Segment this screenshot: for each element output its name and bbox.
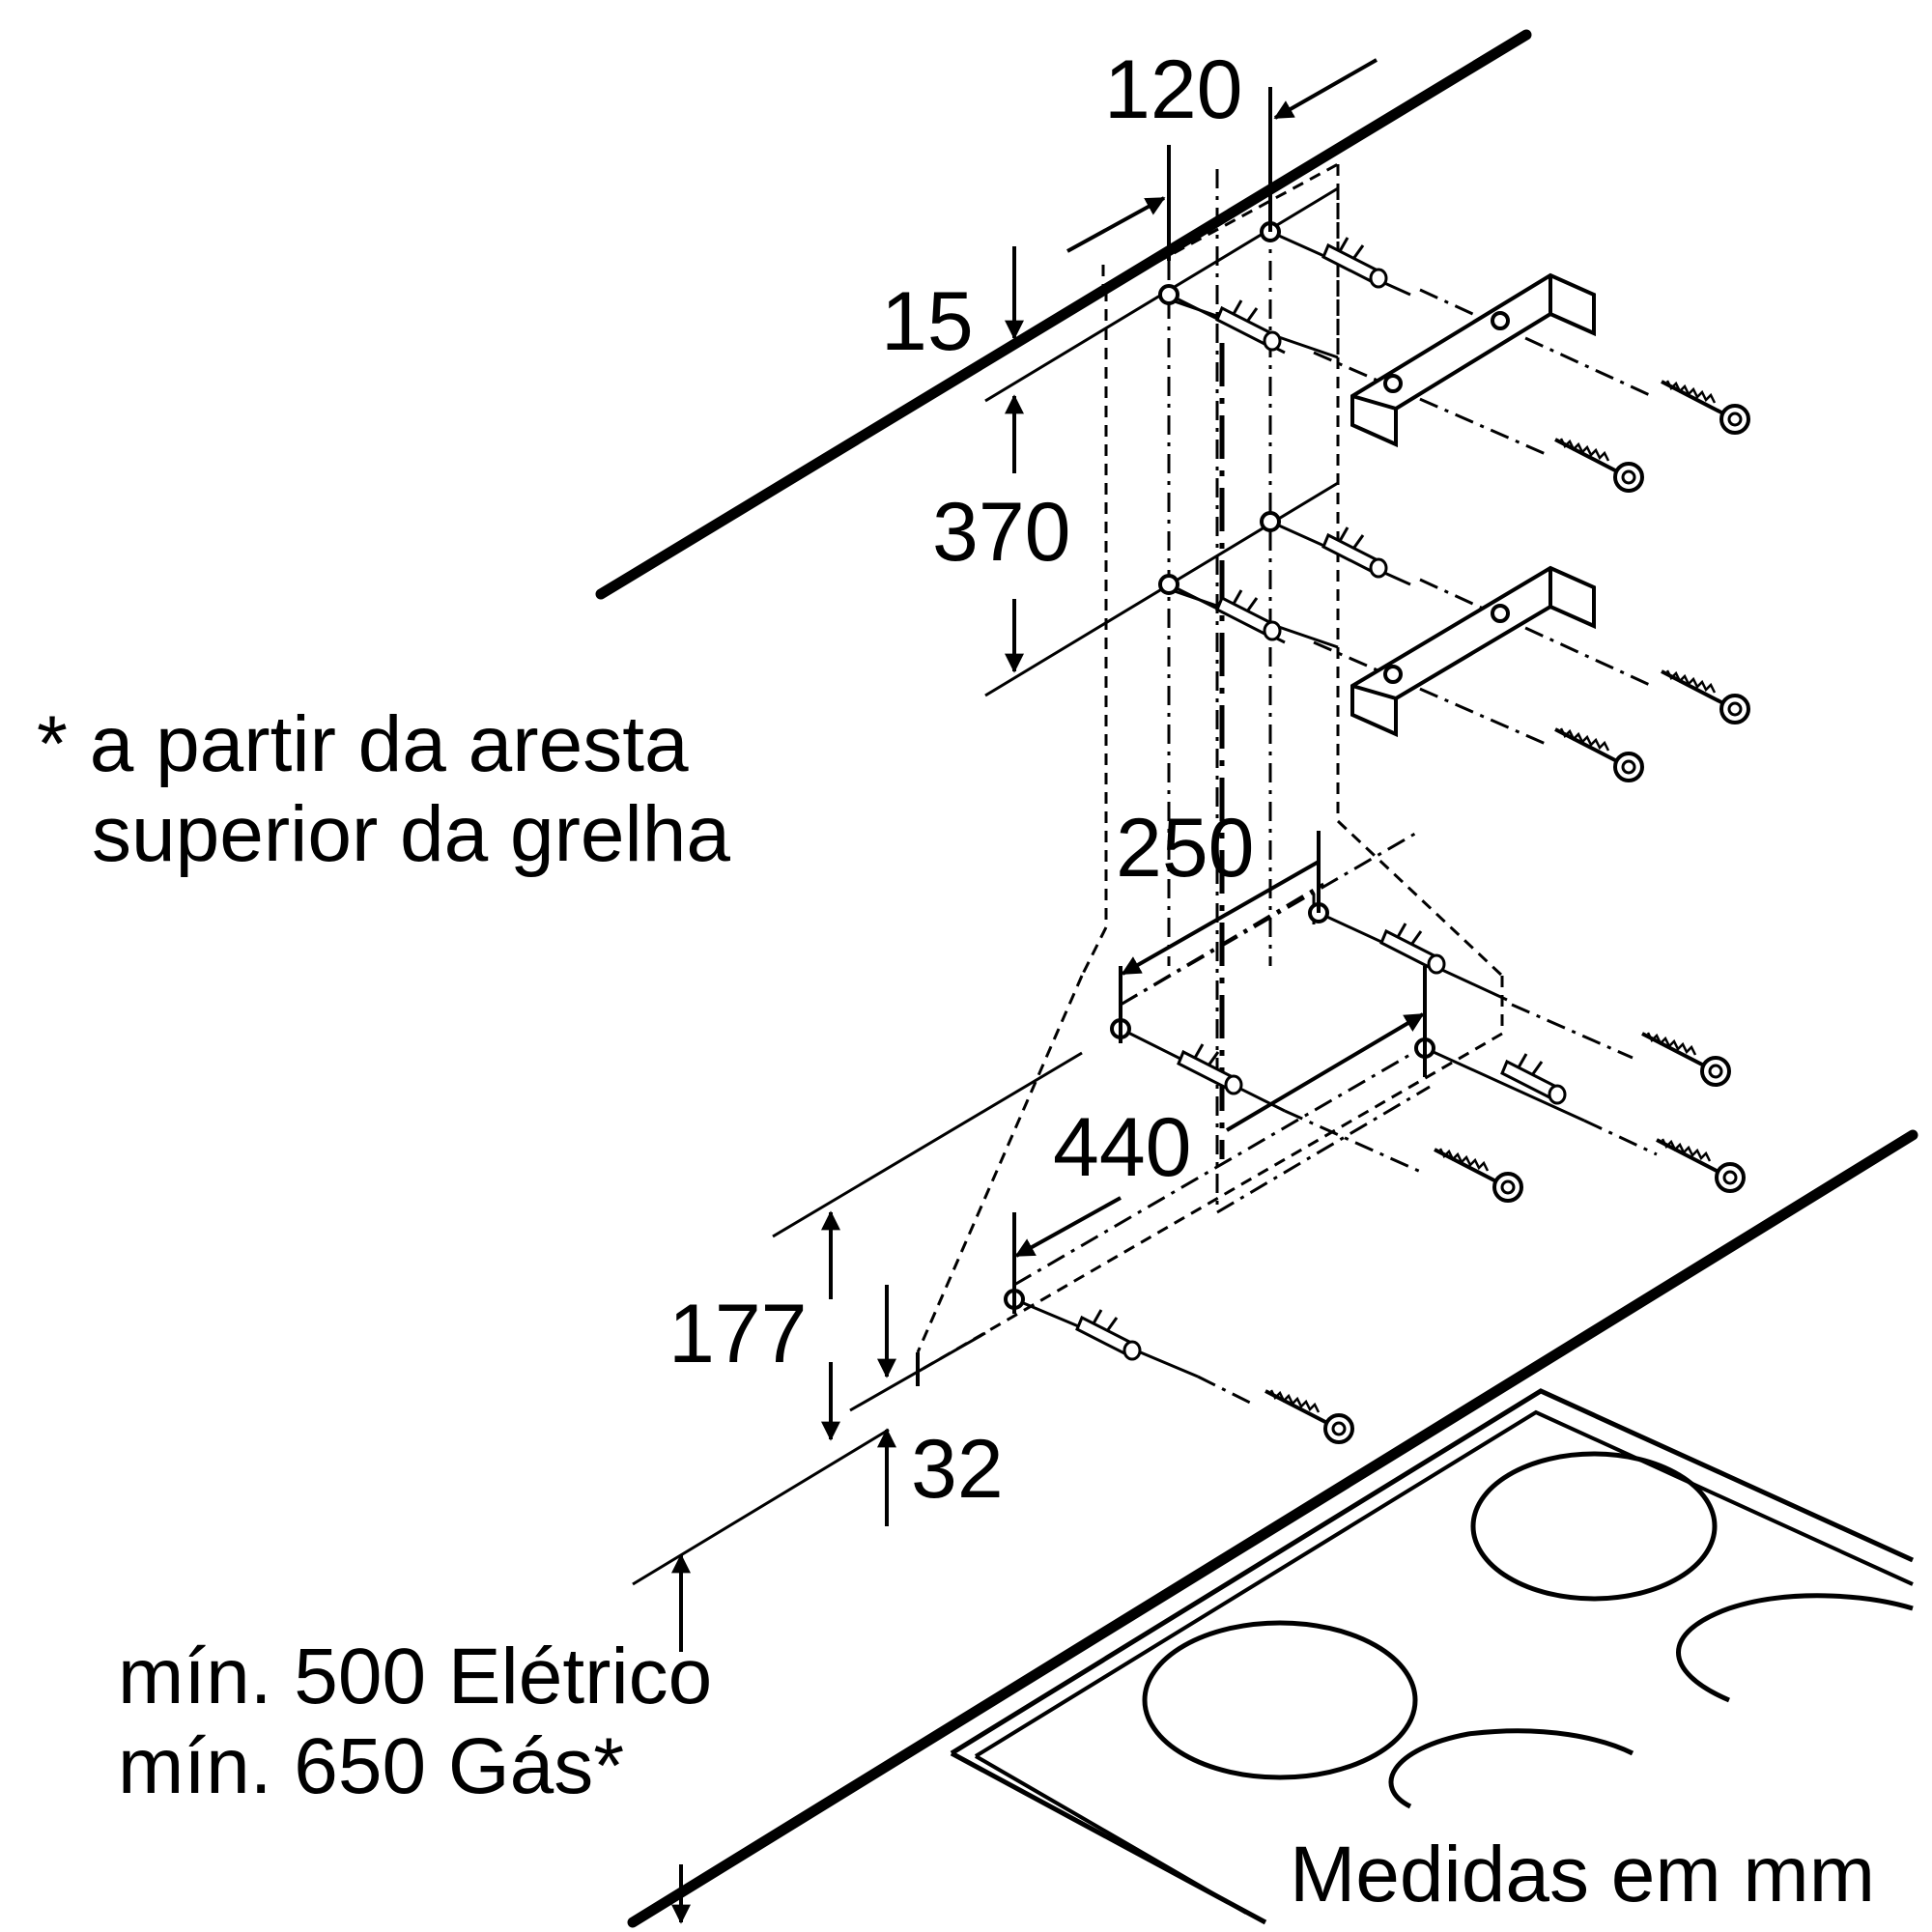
dimension-lines [671,58,1427,1924]
dimension-250: 250 [1116,802,1255,895]
footnote-line-2: superior da grelha [92,790,730,878]
ceiling-edge [595,29,1532,600]
center-lines [1013,145,1431,1287]
worktop-edge [627,1129,1918,1928]
dimension-120: 120 [1104,43,1243,136]
chimney-outline [916,162,1504,1374]
cooktop [950,1388,1915,1925]
min-distance-electric: mín. 500 Elétrico [118,1633,713,1720]
min-distance-gas: mín. 650 Gás* [118,1722,625,1810]
dimension-177: 177 [668,1288,808,1380]
lower-fixings [1004,902,1746,1444]
mounting-bracket-top [1350,272,1596,448]
dimension-370: 370 [932,486,1071,579]
dimension-32: 32 [911,1423,1004,1516]
dimension-440: 440 [1053,1101,1192,1194]
units-label: Medidas em mm [1290,1831,1876,1918]
mounting-bracket-bottom [1350,565,1596,738]
dimension-15: 15 [881,275,974,368]
footnote-line-1: * a partir da aresta [37,700,689,788]
upper-fixings [1158,221,1750,782]
